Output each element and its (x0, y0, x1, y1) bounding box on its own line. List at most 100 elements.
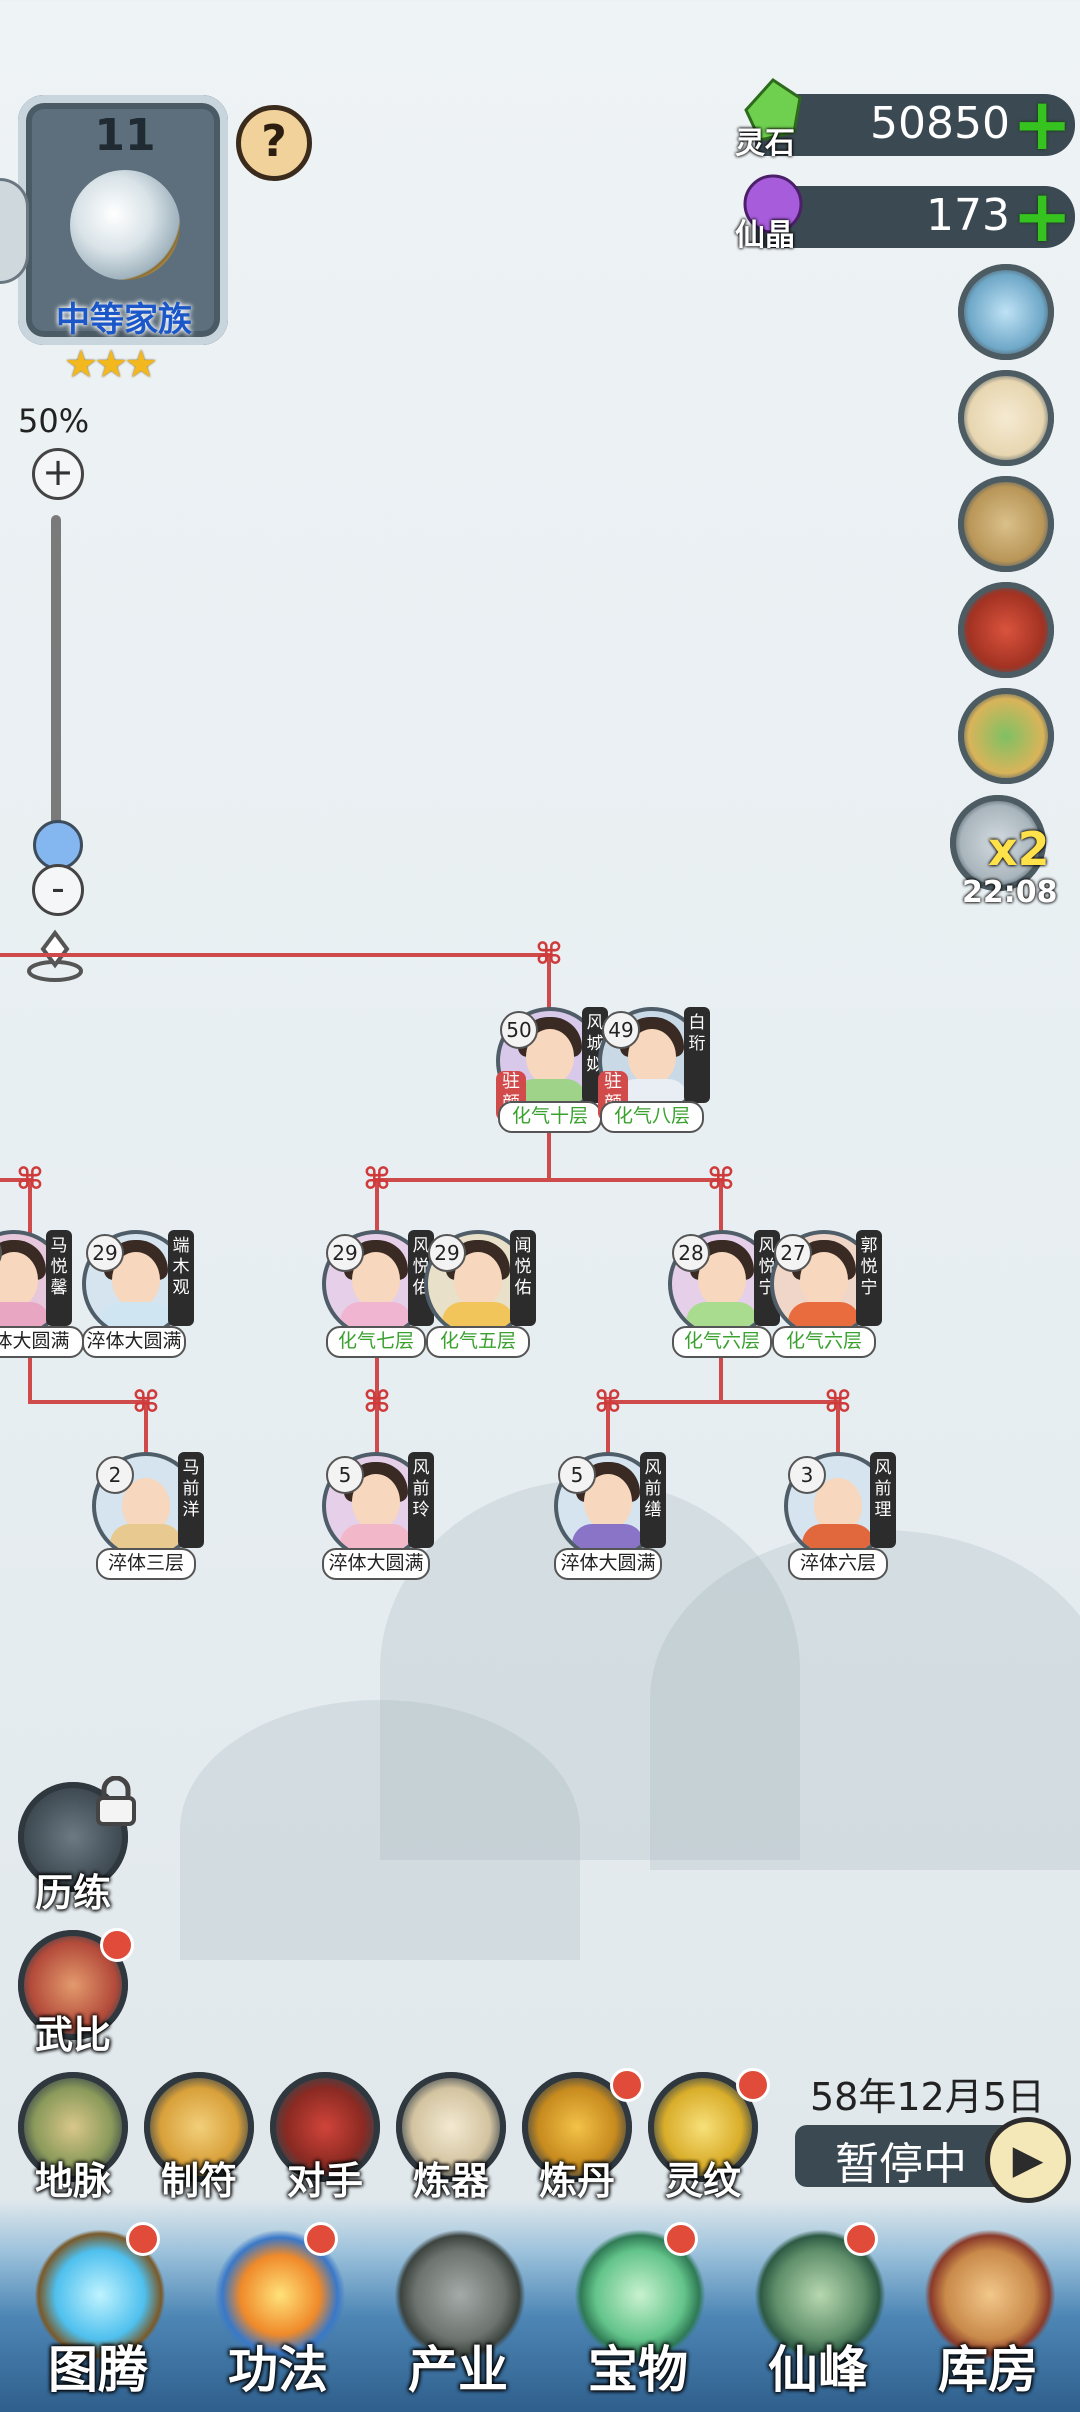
speed-timer: 22:08 (962, 875, 1058, 910)
storage-bag-icon[interactable] (920, 2225, 1060, 2365)
knot-icon: ⌘ (16, 1162, 44, 1197)
family-member[interactable]: 27 郭悦宁 (770, 1230, 882, 1340)
family-member[interactable]: 5 风前玲 (322, 1452, 434, 1562)
member-rank: 淬体大圆满 (554, 1548, 662, 1580)
zoom-in-button[interactable]: + (32, 448, 84, 500)
zoom-slider-track[interactable] (51, 515, 61, 840)
member-rank: 淬体大圆满 (0, 1326, 84, 1358)
alert-dot (664, 2222, 698, 2256)
immortal-crystal-icon (743, 174, 803, 234)
member-rank: 化气六层 (772, 1326, 876, 1358)
family-member[interactable]: 29 端木观 (82, 1230, 194, 1340)
mountain-estate-icon[interactable] (390, 2225, 530, 2365)
family-member[interactable]: 2 马前洋 (92, 1452, 204, 1562)
immortal-crystal-label: 仙晶 (735, 218, 795, 253)
nav-label[interactable]: 功法 (228, 2341, 328, 2399)
knot-icon: ⌘ (132, 1385, 160, 1420)
tree-line (719, 1350, 723, 1402)
side-tab-handle[interactable] (0, 178, 29, 284)
speed-multiplier: x2 (988, 822, 1050, 876)
tree-line (28, 1350, 32, 1402)
add-immortal-crystal-button[interactable]: + (1012, 174, 1073, 258)
letter-icon[interactable] (958, 370, 1054, 466)
tree-line (0, 953, 552, 957)
action-label: 历练 (34, 1871, 111, 1915)
help-button[interactable]: ? (236, 105, 312, 181)
family-member[interactable]: 29 闻悦佑 (424, 1230, 536, 1340)
action-label: 武比 (34, 2013, 111, 2057)
family-member[interactable]: 28 风悦宁 (668, 1230, 780, 1340)
spirit-stone-icon (744, 78, 802, 142)
member-rank: 淬体大圆满 (82, 1326, 186, 1358)
talisman-icon[interactable] (144, 2072, 254, 2182)
game-date: 58年12月5日 (810, 2075, 1045, 2119)
family-member[interactable]: 5 风前缮 (554, 1452, 666, 1562)
spirit-stone-label: 灵石 (735, 126, 795, 161)
spirit-stone-bar (755, 94, 1075, 156)
immortal-crystal-value: 173 (926, 190, 1010, 241)
member-rank: 化气七层 (326, 1326, 426, 1358)
map-scroll-icon[interactable] (958, 688, 1054, 784)
alert-dot (736, 2068, 770, 2102)
tree-line (375, 1350, 379, 1455)
family-member[interactable]: 50 风城姒 驻颜 (496, 1007, 608, 1121)
knot-icon: ⌘ (707, 1162, 735, 1197)
tree-line (547, 955, 551, 1015)
settings-icon[interactable] (958, 264, 1054, 360)
tree-line (28, 1178, 32, 1233)
nav-label[interactable]: 宝物 (588, 2341, 688, 2399)
member-rank: 化气五层 (426, 1326, 530, 1358)
action-label: 地脉 (34, 2159, 111, 2203)
alert-dot (844, 2222, 878, 2256)
family-member[interactable]: 29 风悦佑 (322, 1230, 434, 1340)
tree-line (0, 1178, 32, 1182)
zoom-percent: 50% (18, 402, 90, 440)
red-book-icon[interactable] (958, 582, 1054, 678)
family-title: 中等家族 (56, 300, 192, 340)
alert-dot (610, 2068, 644, 2102)
nav-label[interactable]: 库房 (938, 2341, 1038, 2399)
tree-line (606, 1400, 840, 1404)
member-rank: 化气六层 (672, 1326, 772, 1358)
knot-icon: ⌘ (824, 1385, 852, 1420)
family-member[interactable]: 3 风前理 (784, 1452, 896, 1562)
zoom-slider-knob[interactable] (33, 820, 83, 870)
nav-label[interactable]: 产业 (408, 2341, 508, 2399)
family-level: 11 (94, 110, 156, 161)
earth-vein-icon[interactable] (18, 2072, 128, 2182)
immortal-crystal-bar (755, 186, 1075, 248)
tree-line (144, 1400, 148, 1455)
knot-icon: ⌘ (535, 937, 563, 972)
scroll-icon[interactable] (958, 476, 1054, 572)
alert-dot (126, 2222, 160, 2256)
tree-line (719, 1178, 723, 1238)
spirit-stone-value: 50850 (870, 98, 1010, 149)
tree-line (28, 1400, 148, 1404)
knot-icon: ⌘ (363, 1162, 391, 1197)
forge-scroll-icon[interactable] (396, 2072, 506, 2182)
locate-icon[interactable] (25, 925, 85, 985)
action-label: 炼丹 (538, 2159, 615, 2203)
alert-dot (304, 2222, 338, 2256)
family-member[interactable]: 0 马悦馨 (0, 1230, 72, 1340)
lock-icon (96, 1776, 136, 1826)
pause-label: 暂停中 (835, 2139, 967, 2190)
nav-label[interactable]: 仙峰 (768, 2341, 868, 2399)
add-spirit-stone-button[interactable]: + (1012, 82, 1073, 166)
tree-line (547, 1125, 551, 1180)
zoom-out-button[interactable]: - (32, 864, 84, 916)
tree-line (606, 1400, 610, 1455)
speed-clock-icon[interactable] (950, 795, 1046, 891)
action-label: 制符 (160, 2159, 237, 2203)
member-rank: 化气十层 (498, 1101, 602, 1133)
member-rank: 化气八层 (600, 1101, 704, 1133)
member-rank: 淬体六层 (788, 1548, 888, 1580)
nav-label[interactable]: 图腾 (48, 2341, 148, 2399)
play-icon[interactable]: ▶ (985, 2117, 1071, 2203)
gate-icon[interactable] (270, 2072, 380, 2182)
family-emblem-icon (70, 170, 180, 280)
tree-line (375, 1178, 379, 1238)
family-stars: ★★★ (64, 342, 158, 386)
mist-mountain (180, 1700, 580, 1960)
alert-dot (100, 1928, 134, 1962)
